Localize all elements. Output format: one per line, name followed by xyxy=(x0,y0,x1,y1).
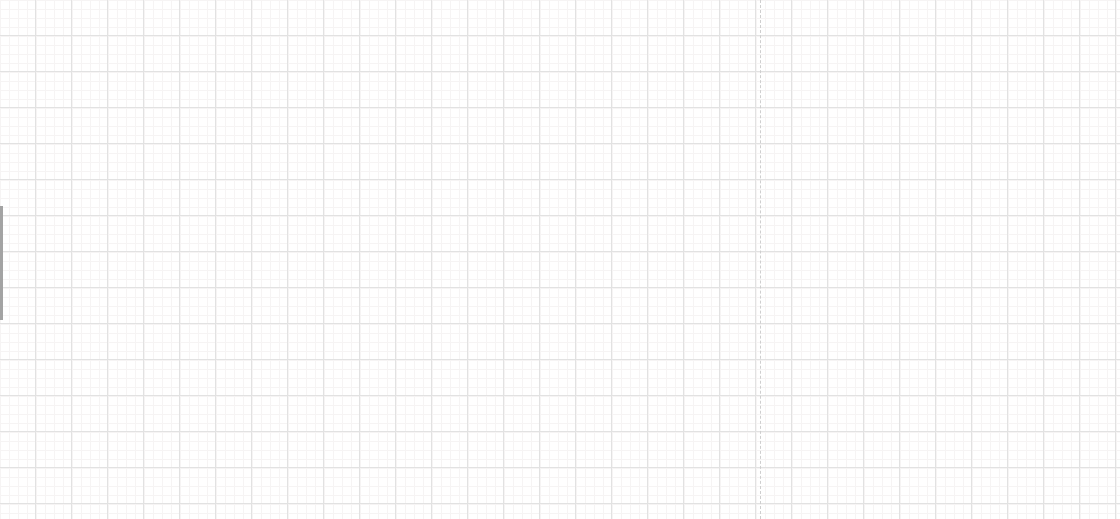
window-edge-fragment xyxy=(0,206,3,320)
page-boundary-line xyxy=(760,0,761,519)
